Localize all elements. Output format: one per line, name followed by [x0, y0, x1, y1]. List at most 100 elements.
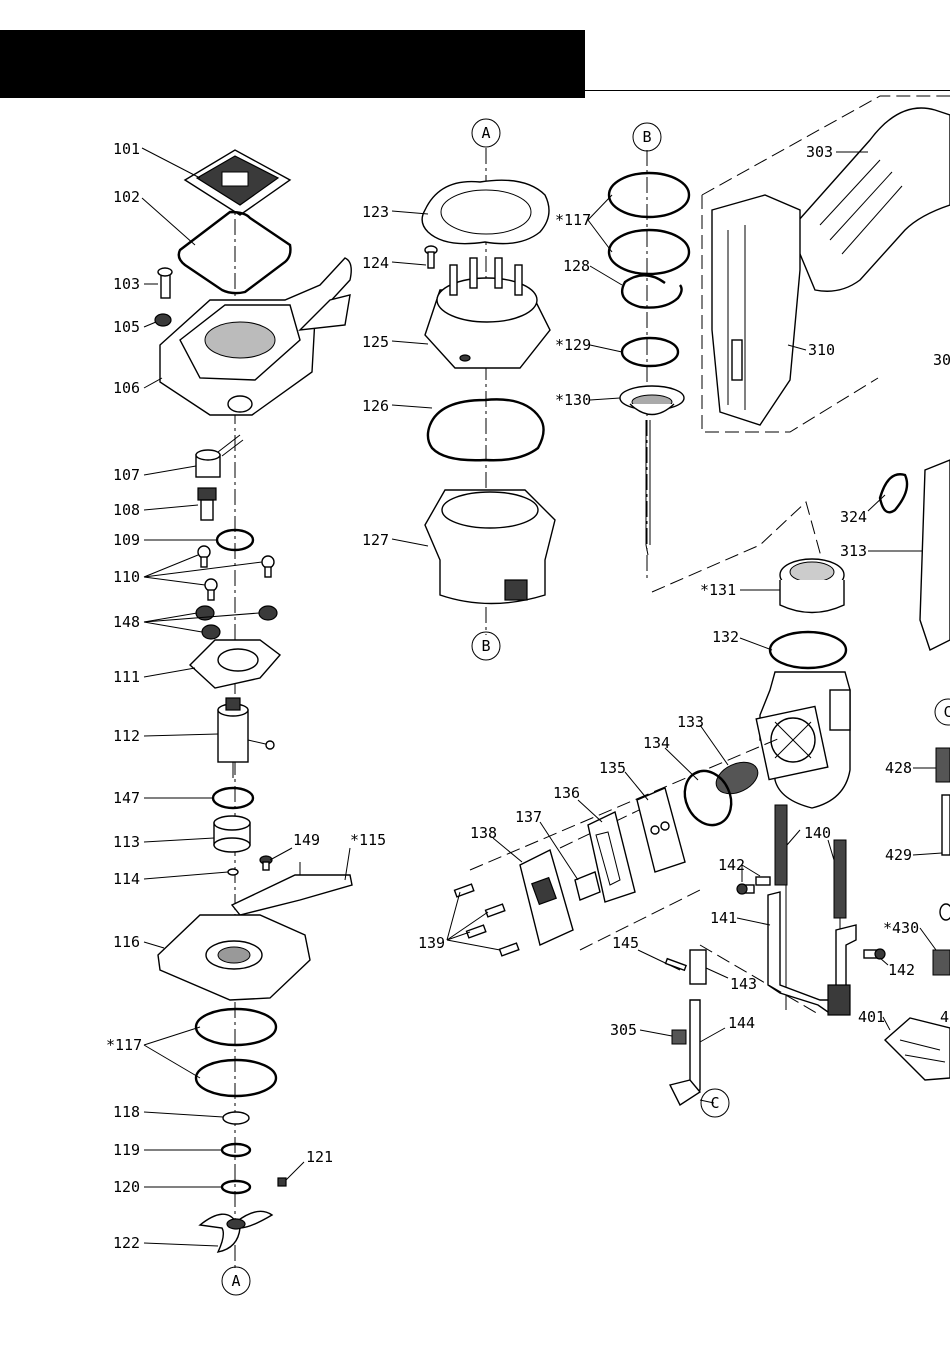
part-128-snap-ring — [622, 275, 681, 307]
label-126: 126 — [362, 397, 389, 415]
leader-132 — [740, 638, 772, 650]
label-128: 128 — [563, 257, 590, 275]
part-137-reed — [575, 872, 600, 900]
part-305-nut — [672, 1030, 686, 1044]
label-110: 110 — [113, 568, 140, 586]
part-117-ring-left-lower — [196, 1060, 276, 1096]
part-103-bolt — [158, 268, 172, 298]
label-116: 116 — [113, 933, 140, 951]
leader-140b — [828, 840, 834, 860]
part-119-washer — [222, 1144, 250, 1156]
leader-140a — [787, 830, 800, 845]
label-149: 149 — [293, 831, 320, 849]
part-111-plate — [190, 640, 280, 688]
part-115-clip — [232, 862, 352, 915]
label-144: 144 — [728, 1014, 755, 1032]
svg-text:C: C — [710, 1094, 719, 1112]
part-310-frame — [712, 195, 800, 425]
label-324: 324 — [840, 508, 867, 526]
part-149-screw — [260, 856, 272, 870]
ref-b-bottom: B — [472, 632, 500, 660]
part-114-ring — [228, 869, 238, 875]
ref-a-top: A — [472, 119, 500, 147]
label-113: 113 — [113, 833, 140, 851]
part-113-sleeve — [214, 816, 250, 852]
label-111: 111 — [113, 668, 140, 686]
label-115: *115 — [350, 831, 386, 849]
label-145: 145 — [612, 934, 639, 952]
svg-text:A: A — [481, 124, 490, 142]
label-130: *130 — [555, 391, 591, 409]
label-303: 303 — [806, 143, 833, 161]
part-135-plate — [637, 788, 685, 872]
part-138-cover — [520, 850, 573, 945]
part-125-cap — [425, 258, 550, 368]
part-428-knob — [936, 748, 950, 782]
label-101: 101 — [113, 140, 140, 158]
ref-a-bottom: A — [222, 1267, 250, 1295]
label-120: 120 — [113, 1178, 140, 1196]
part-108-plug — [198, 488, 216, 520]
part-117-ring-right-lower — [609, 230, 689, 274]
label-140: 140 — [804, 824, 831, 842]
label-131: *131 — [700, 581, 736, 599]
label-121: 121 — [306, 1148, 333, 1166]
part-101-cap — [185, 150, 290, 215]
label-109: 109 — [113, 531, 140, 549]
part-147-ring — [213, 788, 253, 808]
part-121-pin — [278, 1178, 286, 1186]
part-124-screw — [425, 246, 437, 268]
leader-144 — [700, 1028, 725, 1042]
svg-text:A: A — [231, 1272, 240, 1290]
label-429: 429 — [885, 846, 912, 864]
far-right-leaders — [883, 768, 942, 1030]
ref-c-bottom: C — [701, 1089, 729, 1117]
label-137: 137 — [515, 808, 542, 826]
label-135: 135 — [599, 759, 626, 777]
label-114: 114 — [113, 870, 140, 888]
label-117-right: *117 — [555, 211, 591, 229]
label-142-top: 142 — [718, 856, 745, 874]
label-119: 119 — [113, 1141, 140, 1159]
label-134: 134 — [643, 734, 670, 752]
label-401: 401 — [858, 1008, 885, 1026]
label-105: 105 — [113, 318, 140, 336]
label-142-right: 142 — [888, 961, 915, 979]
leader-143 — [706, 968, 728, 978]
label-117-left: *117 — [106, 1036, 142, 1054]
label-428: 428 — [885, 759, 912, 777]
ref-c-edge: C — [935, 699, 950, 725]
label-305: 305 — [610, 1021, 637, 1039]
part-117-ring-left-upper — [196, 1009, 276, 1045]
label-139: 139 — [418, 934, 445, 952]
label-138: 138 — [470, 824, 497, 842]
part-131-valve — [780, 559, 844, 613]
svg-text:B: B — [481, 637, 490, 655]
label-112: 112 — [113, 727, 140, 745]
part-139-screws — [455, 884, 519, 956]
label-430: *430 — [883, 919, 919, 937]
ref-b-top: B — [633, 123, 661, 151]
middle-leaders — [392, 211, 432, 546]
part-106-housing — [160, 258, 351, 415]
label-106: 106 — [113, 379, 140, 397]
part-429-shaft — [942, 795, 950, 855]
label-141: 141 — [710, 909, 737, 927]
part-401-nose — [885, 1018, 950, 1080]
part-127-body — [425, 490, 555, 604]
label-143: 143 — [730, 975, 757, 993]
part-313-cover — [920, 460, 950, 650]
part-118-disc — [223, 1112, 249, 1124]
label-108: 108 — [113, 501, 140, 519]
svg-text:C: C — [943, 703, 950, 721]
piston-leaders — [588, 195, 622, 400]
part-324-ring — [880, 474, 907, 512]
part-144-lever — [670, 1000, 700, 1105]
label-313: 313 — [840, 542, 867, 560]
label-125: 125 — [362, 333, 389, 351]
part-430-part — [933, 904, 950, 975]
label-127: 127 — [362, 531, 389, 549]
part-142-screws — [737, 877, 885, 959]
